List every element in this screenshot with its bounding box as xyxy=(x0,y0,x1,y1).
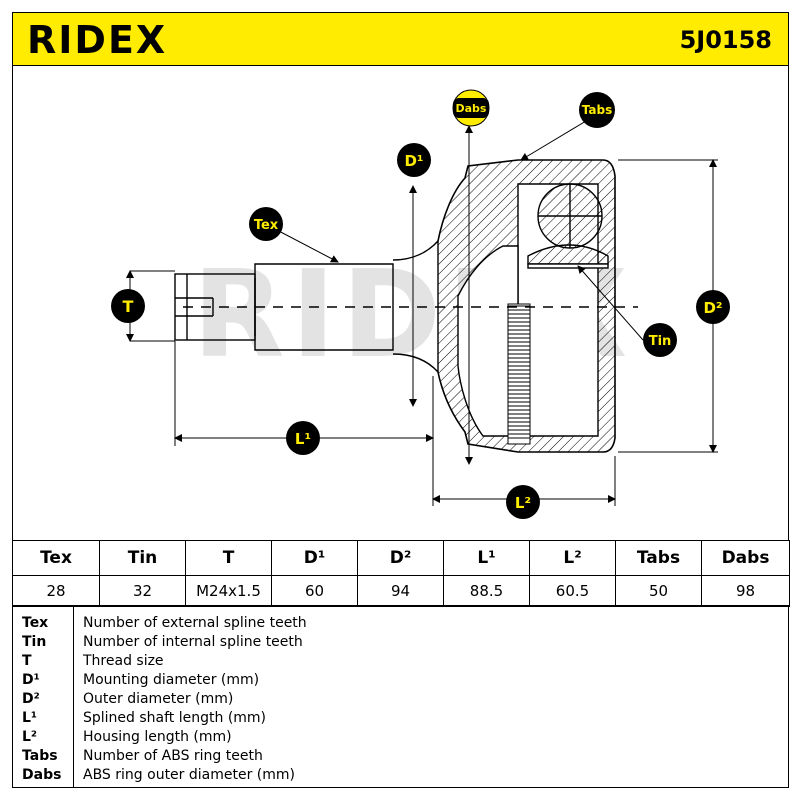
legend-desc: Thread size xyxy=(83,653,164,669)
legend-desc: Number of internal spline teeth xyxy=(83,634,303,650)
legend-row: L² Housing length (mm) xyxy=(13,728,788,747)
spec-header-d1: D¹ xyxy=(271,540,358,576)
svg-text:Tin: Tin xyxy=(649,334,672,349)
spec-value-l1: 88.5 xyxy=(443,575,530,607)
svg-text:L²: L² xyxy=(515,494,531,512)
spec-value-d1: 60 xyxy=(271,575,358,607)
label-dabs: Dabs xyxy=(452,89,490,127)
svg-text:T: T xyxy=(123,297,134,316)
spec-header-row: Tex Tin T D¹ D² L¹ L² Tabs Dabs xyxy=(12,540,790,576)
label-d2: D² xyxy=(696,290,730,324)
legend-row: Tin Number of internal spline teeth xyxy=(13,633,788,652)
legend-row: L¹ Splined shaft length (mm) xyxy=(13,709,788,728)
spec-header-tabs: Tabs xyxy=(615,540,702,576)
part-number: 5J0158 xyxy=(679,26,772,54)
label-tex: Tex xyxy=(249,207,283,241)
legend-key: L² xyxy=(22,729,38,745)
svg-text:Tex: Tex xyxy=(254,218,279,233)
spec-header-dabs: Dabs xyxy=(701,540,790,576)
legend-key: Tex xyxy=(22,615,49,631)
legend-desc: ABS ring outer diameter (mm) xyxy=(83,767,295,783)
svg-text:Tabs: Tabs xyxy=(582,103,612,117)
spec-value-dabs: 98 xyxy=(701,575,790,607)
legend-desc: Number of external spline teeth xyxy=(83,615,307,631)
label-l1: L¹ xyxy=(286,421,320,455)
spec-header-l2: L² xyxy=(529,540,616,576)
spec-value-d2: 94 xyxy=(357,575,444,607)
legend-key: T xyxy=(22,653,32,669)
spec-value-l2: 60.5 xyxy=(529,575,616,607)
spec-value-tin: 32 xyxy=(99,575,186,607)
legend-row: D² Outer diameter (mm) xyxy=(13,690,788,709)
legend-row: Tex Number of external spline teeth xyxy=(13,614,788,633)
spec-header-d2: D² xyxy=(357,540,444,576)
legend-key: D² xyxy=(22,691,40,707)
ball-cage xyxy=(527,183,609,269)
spec-value-t: M24x1.5 xyxy=(185,575,272,607)
spec-header-l1: L¹ xyxy=(443,540,530,576)
brand-logo: RIDEX xyxy=(27,18,168,62)
legend-row: T Thread size xyxy=(13,652,788,671)
spec-header-tex: Tex xyxy=(12,540,100,576)
legend-row: D¹ Mounting diameter (mm) xyxy=(13,671,788,690)
legend-desc: Splined shaft length (mm) xyxy=(83,710,267,726)
label-tabs: Tabs xyxy=(579,92,615,128)
svg-text:D²: D² xyxy=(703,299,722,317)
label-tin: Tin xyxy=(643,323,677,357)
svg-text:D¹: D¹ xyxy=(404,152,423,170)
spec-value-tex: 28 xyxy=(12,575,100,607)
svg-text:L¹: L¹ xyxy=(295,430,311,448)
spec-header-t: T xyxy=(185,540,272,576)
spec-table: Tex Tin T D¹ D² L¹ L² Tabs Dabs 28 32 M2… xyxy=(12,540,790,607)
legend-key: L¹ xyxy=(22,710,38,726)
legend-desc: Number of ABS ring teeth xyxy=(83,748,263,764)
label-d1: D¹ xyxy=(397,143,431,177)
legend-desc: Outer diameter (mm) xyxy=(83,691,234,707)
spec-value-row: 28 32 M24x1.5 60 94 88.5 60.5 50 98 xyxy=(12,575,790,607)
cv-joint-diagram: RIDEX xyxy=(111,89,730,519)
spec-value-tabs: 50 xyxy=(615,575,702,607)
spec-header-tin: Tin xyxy=(99,540,186,576)
header-bar: RIDEX 5J0158 xyxy=(12,12,789,66)
legend-desc: Mounting diameter (mm) xyxy=(83,672,260,688)
legend-key: D¹ xyxy=(22,672,40,688)
legend-key: Tabs xyxy=(22,748,58,764)
legend-row: Dabs ABS ring outer diameter (mm) xyxy=(13,766,788,785)
legend-key: Tin xyxy=(22,634,47,650)
legend-desc: Housing length (mm) xyxy=(83,729,232,745)
legend-key: Dabs xyxy=(22,767,62,783)
legend-divider xyxy=(73,606,74,787)
legend-row: Tabs Number of ABS ring teeth xyxy=(13,747,788,766)
technical-drawing: RIDEX xyxy=(12,66,789,540)
legend-box: Tex Number of external spline teeth Tin … xyxy=(12,605,789,788)
svg-text:Dabs: Dabs xyxy=(456,102,487,115)
abs-ring xyxy=(507,303,531,445)
label-t: T xyxy=(111,289,145,323)
label-l2: L² xyxy=(506,485,540,519)
